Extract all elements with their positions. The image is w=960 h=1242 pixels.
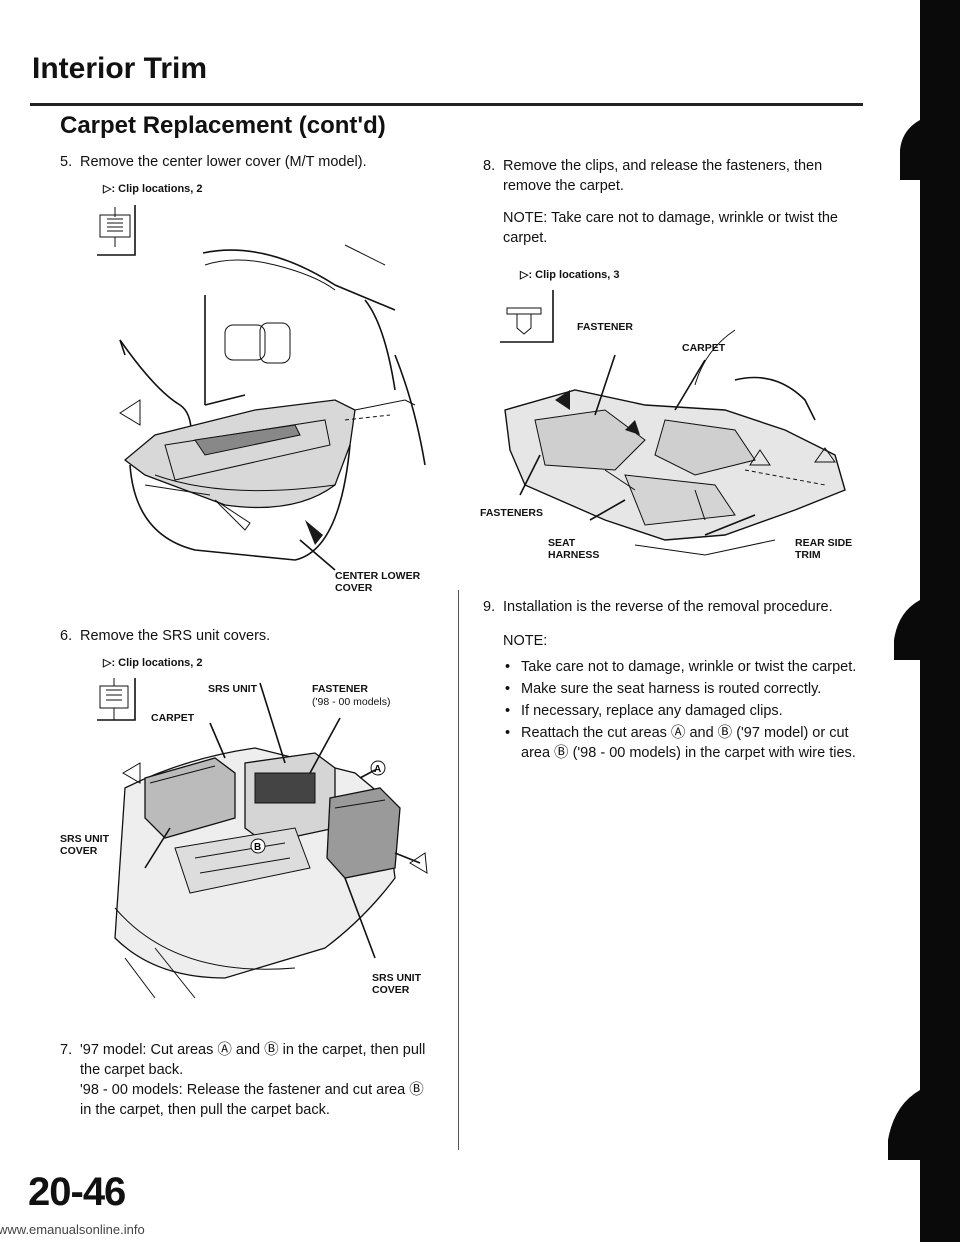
step-text: Remove the center lower cover (M/T model… xyxy=(80,154,367,170)
fig3-legend: ▷: Clip locations, 3 xyxy=(520,269,620,281)
column-separator xyxy=(458,590,459,1150)
label-carpet: CARPET xyxy=(151,712,195,724)
note-heading: NOTE: xyxy=(503,633,548,649)
step-9: 9. Installation is the reverse of the re… xyxy=(483,597,863,765)
label-srs-unit-cover-right: SRS UNIT COVER xyxy=(372,972,422,996)
svg-text:B: B xyxy=(254,842,261,853)
step-8: 8. Remove the clips, and release the fas… xyxy=(483,156,858,248)
label-fasteners: FASTENERS xyxy=(480,507,544,519)
step-6: 6. Remove the SRS unit covers. xyxy=(60,626,450,646)
label-srs-unit: SRS UNIT xyxy=(208,683,258,695)
section-subtitle: Carpet Replacement (cont'd) xyxy=(60,112,386,139)
step-5: 5. Remove the center lower cover (M/T mo… xyxy=(60,152,450,172)
fig1-legend: ▷: Clip locations, 2 xyxy=(103,183,203,195)
carpet-illustration xyxy=(500,290,846,556)
clip-icon xyxy=(97,678,136,721)
step-7: 7. '97 model: Cut areas Ⓐ and Ⓑ in the c… xyxy=(60,1040,435,1120)
step-note: NOTE: Take care not to damage, wrinkle o… xyxy=(503,210,838,246)
label-center-lower-cover: CENTER LOWER COVER xyxy=(335,570,421,594)
clip-icon xyxy=(97,205,136,256)
list-item: Make sure the seat harness is routed cor… xyxy=(503,679,863,699)
label-fastener-note: ('98 - 00 models) xyxy=(312,696,391,708)
clip-icon xyxy=(500,290,554,343)
svg-text:A: A xyxy=(374,764,381,775)
step-text: Remove the clips, and release the fasten… xyxy=(503,158,823,194)
step-number: 8. xyxy=(483,158,496,174)
center-lower-cover-illustration xyxy=(97,205,426,571)
label-fastener: FASTENER xyxy=(312,683,369,695)
label-srs-unit-cover-left: SRS UNIT COVER xyxy=(60,833,110,857)
step-number: 6. xyxy=(60,628,73,644)
step-number: 7. xyxy=(60,1042,73,1058)
edge-tab-notches xyxy=(888,120,920,1160)
label-carpet: CARPET xyxy=(682,342,726,354)
header-rule xyxy=(30,103,863,106)
list-item: Take care not to damage, wrinkle or twis… xyxy=(503,657,863,677)
label-rear-side-trim: REAR SIDE TRIM xyxy=(795,537,853,561)
label-fastener: FASTENER xyxy=(577,321,634,333)
page-number: 20-46 xyxy=(28,1170,126,1214)
website-link[interactable]: www.emanualsonline.info xyxy=(0,1222,145,1237)
list-item: If necessary, replace any damaged clips. xyxy=(503,701,863,721)
fig2-legend: ▷: Clip locations, 2 xyxy=(103,657,203,669)
list-item: Reattach the cut areas Ⓐ and Ⓑ ('97 mode… xyxy=(503,723,863,763)
step-text: Remove the SRS unit covers. xyxy=(80,628,271,644)
step-number: 5. xyxy=(60,154,73,170)
step-text-continued: '98 - 00 models: Release the fastener an… xyxy=(80,1082,424,1118)
srs-unit-covers-illustration: A B xyxy=(97,678,428,999)
step-number: 9. xyxy=(483,599,496,615)
page-title: Interior Trim xyxy=(32,52,208,85)
step-text: '97 model: Cut areas Ⓐ and Ⓑ in the carp… xyxy=(80,1042,426,1078)
notes-list: Take care not to damage, wrinkle or twis… xyxy=(503,657,863,763)
step-text: Installation is the reverse of the remov… xyxy=(503,599,833,615)
edge-tab-bar xyxy=(920,0,960,1242)
label-seat-harness: SEAT HARNESS xyxy=(548,537,600,561)
